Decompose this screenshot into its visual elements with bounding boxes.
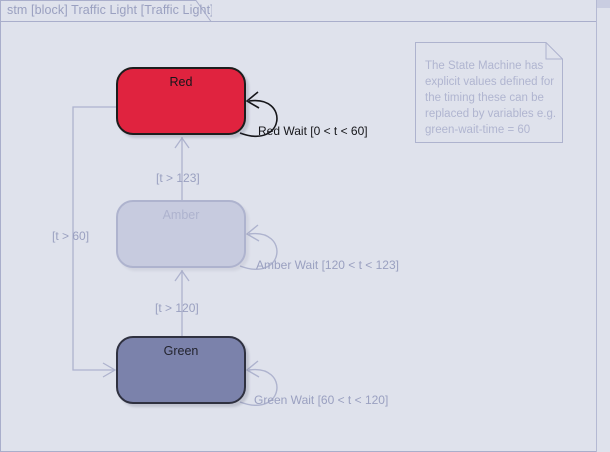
state-red-label: Red [169, 75, 193, 89]
state-green-label: Green [163, 344, 199, 358]
state-amber[interactable]: Amber [116, 200, 246, 268]
state-red[interactable]: Red [116, 67, 246, 135]
label-amber-to-red: [t > 123] [156, 171, 200, 185]
state-green[interactable]: Green [116, 336, 246, 404]
diagram-frame-top-rule [0, 21, 610, 22]
note-text: The State Machine has explicit values de… [425, 60, 557, 136]
label-red-wait: Red Wait [0 < t < 60] [258, 124, 368, 138]
vertical-scrollbar[interactable] [596, 0, 610, 452]
diagram-header-tab[interactable]: stm [block] Traffic Light [Traffic Light… [0, 0, 212, 22]
label-red-to-green: [t > 60] [52, 229, 90, 243]
note-shape-icon [415, 42, 563, 143]
edge-amber-to-red [174, 136, 190, 200]
state-amber-label: Amber [162, 208, 200, 222]
diagram-title: stm [block] Traffic Light [Traffic Light… [7, 3, 212, 17]
label-green-wait: Green Wait [60 < t < 120] [254, 393, 389, 407]
label-amber-wait: Amber Wait [120 < t < 123] [256, 258, 399, 272]
diagram-note[interactable]: The State Machine has explicit values de… [415, 42, 563, 143]
tab-shape-icon [0, 0, 212, 22]
label-green-to-amber: [t > 120] [155, 301, 199, 315]
scrollbar-thumb[interactable] [596, 0, 610, 8]
